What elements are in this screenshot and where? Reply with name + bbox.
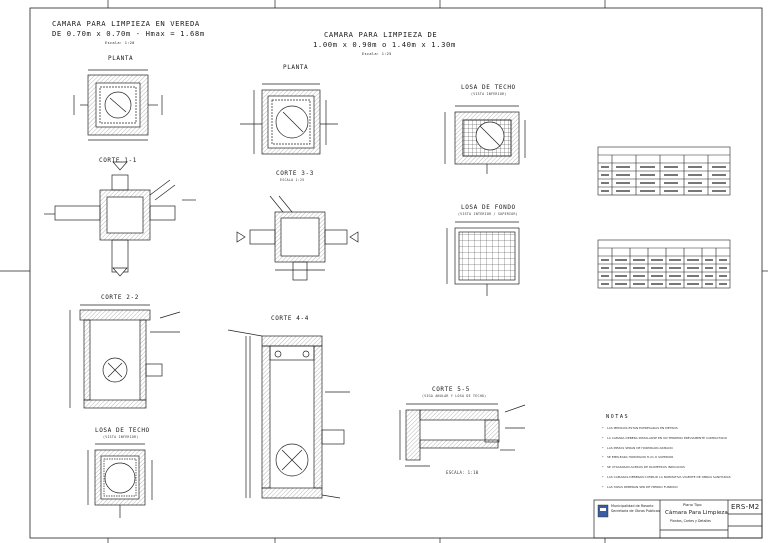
corte-5-5-drawing	[399, 403, 526, 467]
plan-name-line2: Plantas, Cortes y Detalles	[670, 519, 711, 523]
label-escala-110: ESCALA: 1:10	[446, 470, 479, 475]
label-planta-b: PLANTA	[283, 64, 309, 71]
plan-code: ERS-M2	[731, 503, 760, 511]
main-title-line1: CAMARA PARA LIMPIEZA EN VEREDA	[52, 19, 200, 28]
losa-techo-b-drawing	[444, 105, 526, 174]
label-losa-techo-a-sub: (VISTA INFERIOR)	[103, 435, 139, 439]
label-corte-1-1: CORTE 1-1	[99, 157, 137, 164]
note-item: SE EMPLEARA HORMIGON H-21 O SUPERIOR	[602, 455, 752, 459]
second-title-scale: Escala: 1:25	[362, 52, 392, 56]
title-block-frame	[593, 499, 763, 539]
corte-1-1-drawing	[44, 161, 196, 277]
label-corte-5-5-sub: (VIGA ANULAR Y LOSA DE TECHO)	[422, 394, 487, 398]
note-item: LA CAMARA DEBERA INSTALARSE EN UN TERREN…	[602, 436, 752, 440]
label-losa-techo-b: LOSA DE TECHO	[461, 84, 516, 91]
second-title-line1: CAMARA PARA LIMPIEZA DE	[324, 30, 438, 39]
corte-3-3-drawing	[236, 195, 359, 281]
note-item: LAS CAMARAS DEBERAN CUMPLIR LA NORMATIVA…	[602, 475, 752, 479]
table-2	[597, 239, 731, 289]
corte-2-2-drawing	[69, 304, 181, 409]
label-corte-3-3-sub: ESCALA 1:25	[280, 178, 305, 182]
label-losa-techo-a: LOSA DE TECHO	[95, 427, 150, 434]
note-item: SE UTILIZARAN ACEROS DE DIAMETROS INDICA…	[602, 465, 752, 469]
sheet-frame	[29, 7, 763, 539]
table-1	[597, 146, 731, 196]
label-corte-5-5: CORTE 5-5	[432, 386, 470, 393]
crest-icon	[597, 504, 609, 518]
label-corte-4-4: CORTE 4-4	[271, 315, 309, 322]
losa-techo-a-drawing	[87, 443, 153, 518]
plan-name-line1: Cámara Para Limpieza	[665, 510, 728, 516]
label-corte-2-2: CORTE 2-2	[101, 294, 139, 301]
label-planta-a: PLANTA	[108, 55, 134, 62]
label-corte-3-3: CORTE 3-3	[276, 170, 314, 177]
plan-type: Plano Tipo	[683, 503, 702, 507]
notes-list: LAS MEDIDAS ESTAN EXPRESADAS EN METROS L…	[602, 426, 752, 495]
institution-line2: Secretaria de Obras Publicas	[611, 509, 660, 513]
label-losa-techo-b-sub: (VISTA INFERIOR)	[471, 92, 507, 96]
corte-4-4-drawing	[227, 329, 350, 499]
note-item: LAS PIEZAS SERAN DE HORMIGON ARMADO	[602, 446, 752, 450]
institution-line1: Municipalidad de Rosario	[611, 504, 654, 508]
losa-fondo-drawing	[446, 221, 520, 296]
planta-a-drawing	[73, 69, 163, 141]
label-losa-fondo: LOSA DE FONDO	[461, 204, 516, 211]
note-item: LAS MEDIDAS ESTAN EXPRESADAS EN METROS	[602, 426, 752, 430]
notes-title: NOTAS	[606, 414, 630, 420]
main-title-line2: DE 0.70m x 0.70m - Hmax = 1.68m	[52, 29, 205, 38]
planta-b-drawing	[240, 83, 338, 155]
second-title-line2: 1.00m x 0.90m o 1.40m x 1.30m	[313, 40, 456, 49]
note-item: LAS TAPAS DEBERAN SER DE HIERRO FUNDIDO	[602, 485, 752, 489]
main-title-scale: Escala: 1:20	[105, 41, 135, 45]
label-losa-fondo-sub: (VISTA INTERIOR / SUPERIOR)	[458, 212, 518, 216]
